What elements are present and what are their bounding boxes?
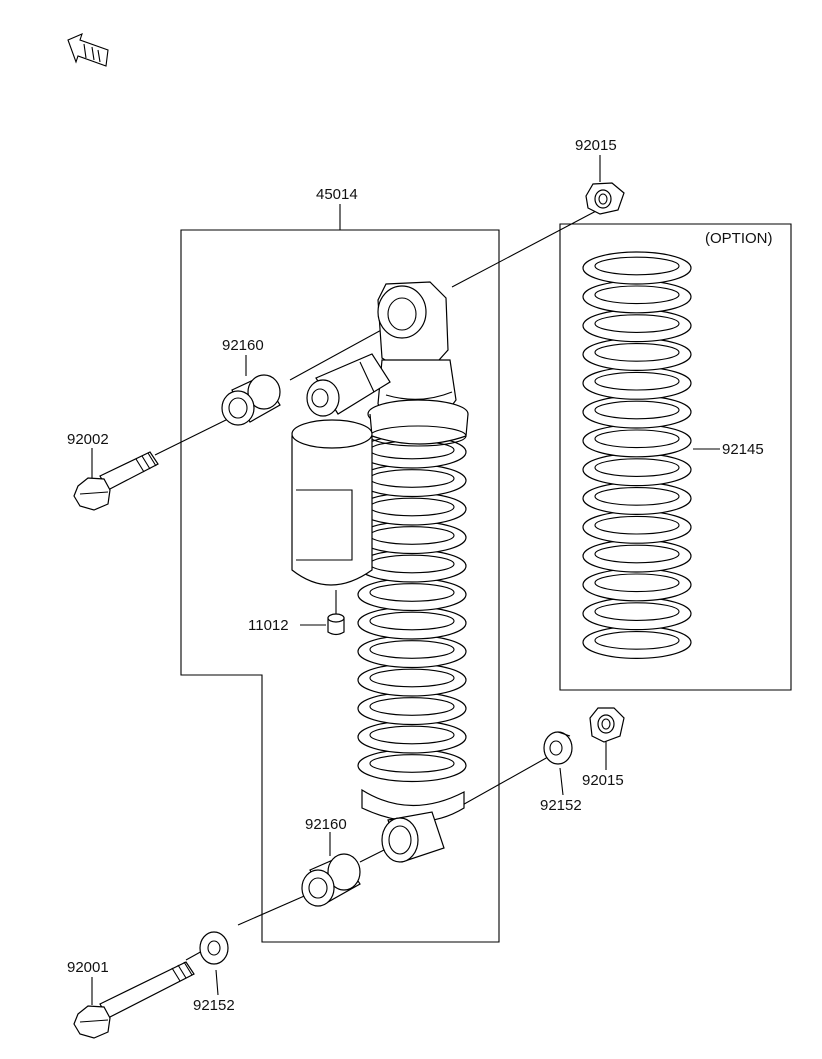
upper-collar: [222, 375, 280, 425]
shock-top-eye: [378, 282, 456, 418]
shock-lower-eye: [362, 790, 464, 862]
spring-coil-inner: [595, 344, 679, 362]
option-label: (OPTION): [705, 230, 773, 247]
callout-lower-washer-right: 92152: [540, 797, 582, 814]
lower-washer-right: [544, 732, 572, 764]
callout-lower-washer-left: 92152: [193, 997, 235, 1014]
spring-coil-inner: [595, 286, 679, 304]
top-nut: [586, 183, 624, 214]
spring-coil-inner: [595, 315, 679, 333]
callout-lower-nut: 92015: [582, 772, 624, 789]
shock-upper-cap: [368, 400, 468, 446]
leader-upper-collar: [290, 328, 385, 380]
lower-collar: [302, 854, 360, 906]
leader-top-nut: [452, 210, 598, 287]
spring-coil-inner: [595, 516, 679, 534]
leader-upper-bolt: [155, 418, 230, 455]
callout-upper-bolt: 92002: [67, 431, 109, 448]
shock-spring: [358, 436, 466, 782]
spring-coil-inner: [595, 603, 679, 621]
reservoir-connector: [307, 354, 390, 416]
front-direction-arrow-icon: [68, 34, 108, 66]
lower-bolt: [74, 962, 194, 1038]
spring-coil-inner: [595, 545, 679, 563]
spring-coil-inner: [595, 257, 679, 275]
callout-lower-collar: 92160: [305, 816, 347, 833]
callout-reservoir-cap: 11012: [248, 617, 289, 634]
callout-assembly: 45014: [316, 186, 358, 203]
spring-coil-inner: [595, 574, 679, 592]
spring-coil-inner: [370, 669, 454, 687]
upper-bolt: [74, 452, 158, 510]
option-box: [560, 224, 791, 690]
lower-nut: [590, 708, 624, 742]
lower-washer-left: [200, 932, 228, 964]
assembly-outline: [181, 230, 499, 942]
spring-coil-inner: [370, 584, 454, 602]
spring-coil-inner: [370, 698, 454, 716]
spring-coil-inner: [595, 372, 679, 390]
reservoir-cap: [328, 614, 344, 635]
spring-coil-inner: [370, 755, 454, 773]
spring-coil-inner: [370, 641, 454, 659]
spring-coil-inner: [370, 612, 454, 630]
callout-spring-option: 92145: [722, 441, 764, 458]
leader-lower-washer-left-label: [216, 970, 218, 995]
callout-top-nut: 92015: [575, 137, 617, 154]
callout-upper-collar: 92160: [222, 337, 264, 354]
spring-coil-inner: [595, 488, 679, 506]
spring-coil-inner: [370, 726, 454, 744]
leader-lower-washer-right: [450, 757, 548, 812]
reservoir: [292, 420, 372, 585]
option-spring: [583, 252, 691, 658]
spring-coil-inner: [595, 430, 679, 448]
spring-coil-inner: [595, 401, 679, 419]
leader-lower-washer-right-label: [560, 768, 563, 795]
spring-coil-inner: [595, 632, 679, 650]
spring-coil: [583, 252, 691, 284]
spring-coil-inner: [595, 459, 679, 477]
callout-lower-bolt: 92001: [67, 959, 109, 976]
